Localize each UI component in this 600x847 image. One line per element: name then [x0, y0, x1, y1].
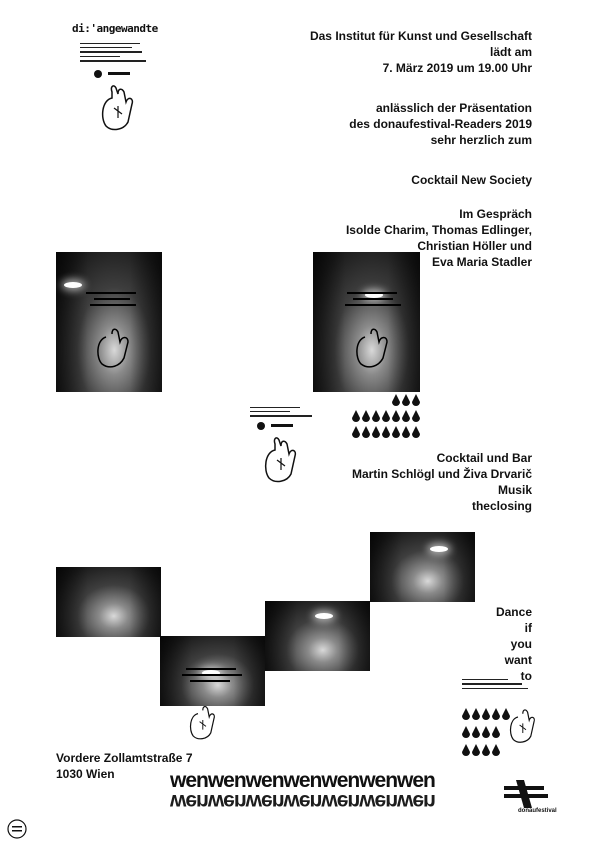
photo-corridor-right	[313, 252, 420, 392]
music-act: theclosing	[471, 499, 532, 513]
dance-line: if	[524, 621, 532, 635]
address-block: Vordere Zollamtstraße 7 1030 Wien	[56, 750, 193, 782]
hand-icon	[94, 70, 134, 131]
invitation-line: lädt am	[489, 45, 532, 59]
dance-line: Dance	[495, 605, 532, 619]
sponsor-name: donaufestival	[518, 808, 557, 814]
ceiling-light	[64, 282, 82, 288]
logo-small-print	[80, 40, 150, 65]
invitation-date: 7. März 2019 um 19.00 Uhr	[382, 61, 532, 75]
small-print-line	[250, 411, 290, 412]
talk-heading: Im Gespräch	[459, 207, 532, 221]
dance-line: to	[520, 669, 532, 683]
photo-step-3	[265, 601, 370, 671]
drops-pattern	[352, 394, 420, 438]
small-print-line	[250, 407, 300, 408]
small-print-line	[80, 51, 142, 53]
bar-block: Cocktail und Bar Martin Schlögl und Živa…	[212, 450, 532, 514]
middle-small-print	[250, 404, 320, 420]
ceiling-light	[365, 292, 383, 298]
invitation-line: sehr herzlich zum	[430, 133, 532, 147]
talk-speakers: Isolde Charim, Thomas Edlinger,	[345, 223, 532, 237]
small-print-line	[462, 679, 508, 680]
talk-speakers: Christian Höller und	[417, 239, 532, 253]
address-street: Vordere Zollamtstraße 7	[56, 751, 193, 765]
logo-text: di:'angewandte	[72, 22, 158, 35]
wave-text-mirrored: wenwenwenwenwenwenwen	[170, 790, 435, 813]
small-print-line	[462, 688, 528, 689]
event-title-text: Cocktail New Society	[411, 173, 532, 187]
photo-step-1	[56, 567, 161, 637]
overlay-graphic	[86, 292, 136, 368]
dance-line: want	[504, 653, 532, 667]
small-print-line	[80, 43, 140, 44]
small-print-line	[80, 60, 146, 62]
bar-people: Martin Schlögl und Živa Drvarič	[351, 467, 532, 481]
invitation-block-2: anlässlich der Präsentation des donaufes…	[212, 100, 532, 148]
donaufestival-logo-mark	[504, 780, 548, 808]
hand-icon	[189, 706, 215, 740]
ceiling-light	[430, 546, 448, 552]
wave-text: wenwenwenwenwenwenwen	[170, 769, 436, 792]
hand-icon	[257, 422, 297, 483]
small-print-line	[80, 47, 132, 48]
dance-block: Dance if you want to	[412, 604, 532, 684]
small-print-line	[80, 56, 120, 57]
invitation-line: des donaufestival-Readers 2019	[349, 117, 532, 131]
photo-step-4	[370, 532, 475, 602]
music-heading: Musik	[497, 483, 532, 497]
hand-icon	[509, 709, 535, 743]
overlay-graphic	[345, 292, 401, 368]
overlay-graphic	[182, 668, 242, 682]
round-logo-icon	[7, 819, 27, 839]
photo-step-2	[160, 636, 265, 706]
invitation-line: anlässlich der Präsentation	[375, 101, 532, 115]
small-print-line	[462, 683, 522, 685]
angewandte-logo: di:'angewandte	[72, 22, 158, 35]
dance-line: you	[510, 637, 532, 651]
photo-corridor-left	[56, 252, 162, 392]
bar-heading: Cocktail und Bar	[436, 451, 532, 465]
talk-block: Im Gespräch Isolde Charim, Thomas Edling…	[212, 206, 532, 270]
bottom-small-print	[462, 676, 532, 692]
ceiling-light	[315, 613, 333, 619]
invitation-block-1: Das Institut für Kunst und Gesellschaft …	[212, 28, 532, 76]
address-city: 1030 Wien	[56, 767, 115, 781]
ceiling-light	[202, 670, 220, 676]
drops-pattern	[462, 708, 510, 756]
event-title: Cocktail New Society	[212, 172, 532, 188]
small-print-line	[250, 415, 312, 417]
talk-speakers: Eva Maria Stadler	[431, 255, 532, 269]
invitation-line: Das Institut für Kunst und Gesellschaft	[309, 29, 532, 43]
